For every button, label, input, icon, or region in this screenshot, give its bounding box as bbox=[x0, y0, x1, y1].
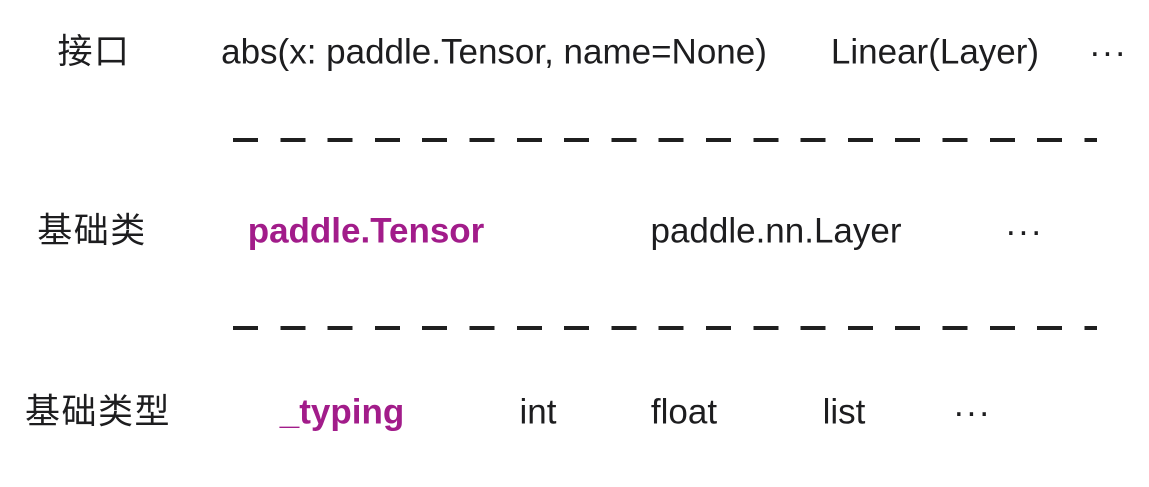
base-class-paddle-nn-layer: paddle.nn.Layer bbox=[650, 211, 902, 251]
api-ellipsis-more: ··· bbox=[1089, 32, 1127, 72]
base-class-ellipsis-more: ··· bbox=[1005, 211, 1043, 251]
divider-dashed-line-bottom bbox=[233, 326, 1097, 330]
api-item-linear-layer: Linear(Layer) bbox=[830, 32, 1040, 72]
divider-dashed-line-top bbox=[233, 138, 1097, 142]
base-type-list: list bbox=[822, 392, 866, 432]
base-class-paddle-tensor: paddle.Tensor bbox=[247, 211, 485, 251]
base-type-float: float bbox=[650, 392, 718, 432]
row-label-base-type: 基础类型 bbox=[24, 392, 172, 432]
row-label-api: 接口 bbox=[57, 32, 131, 72]
row-label-base-class: 基础类 bbox=[37, 211, 147, 251]
api-item-abs-signature: abs(x: paddle.Tensor, name=None) bbox=[221, 32, 767, 72]
base-type-ellipsis-more: ··· bbox=[953, 392, 991, 432]
base-type-int: int bbox=[519, 392, 557, 432]
base-type-typing: _typing bbox=[279, 392, 405, 432]
